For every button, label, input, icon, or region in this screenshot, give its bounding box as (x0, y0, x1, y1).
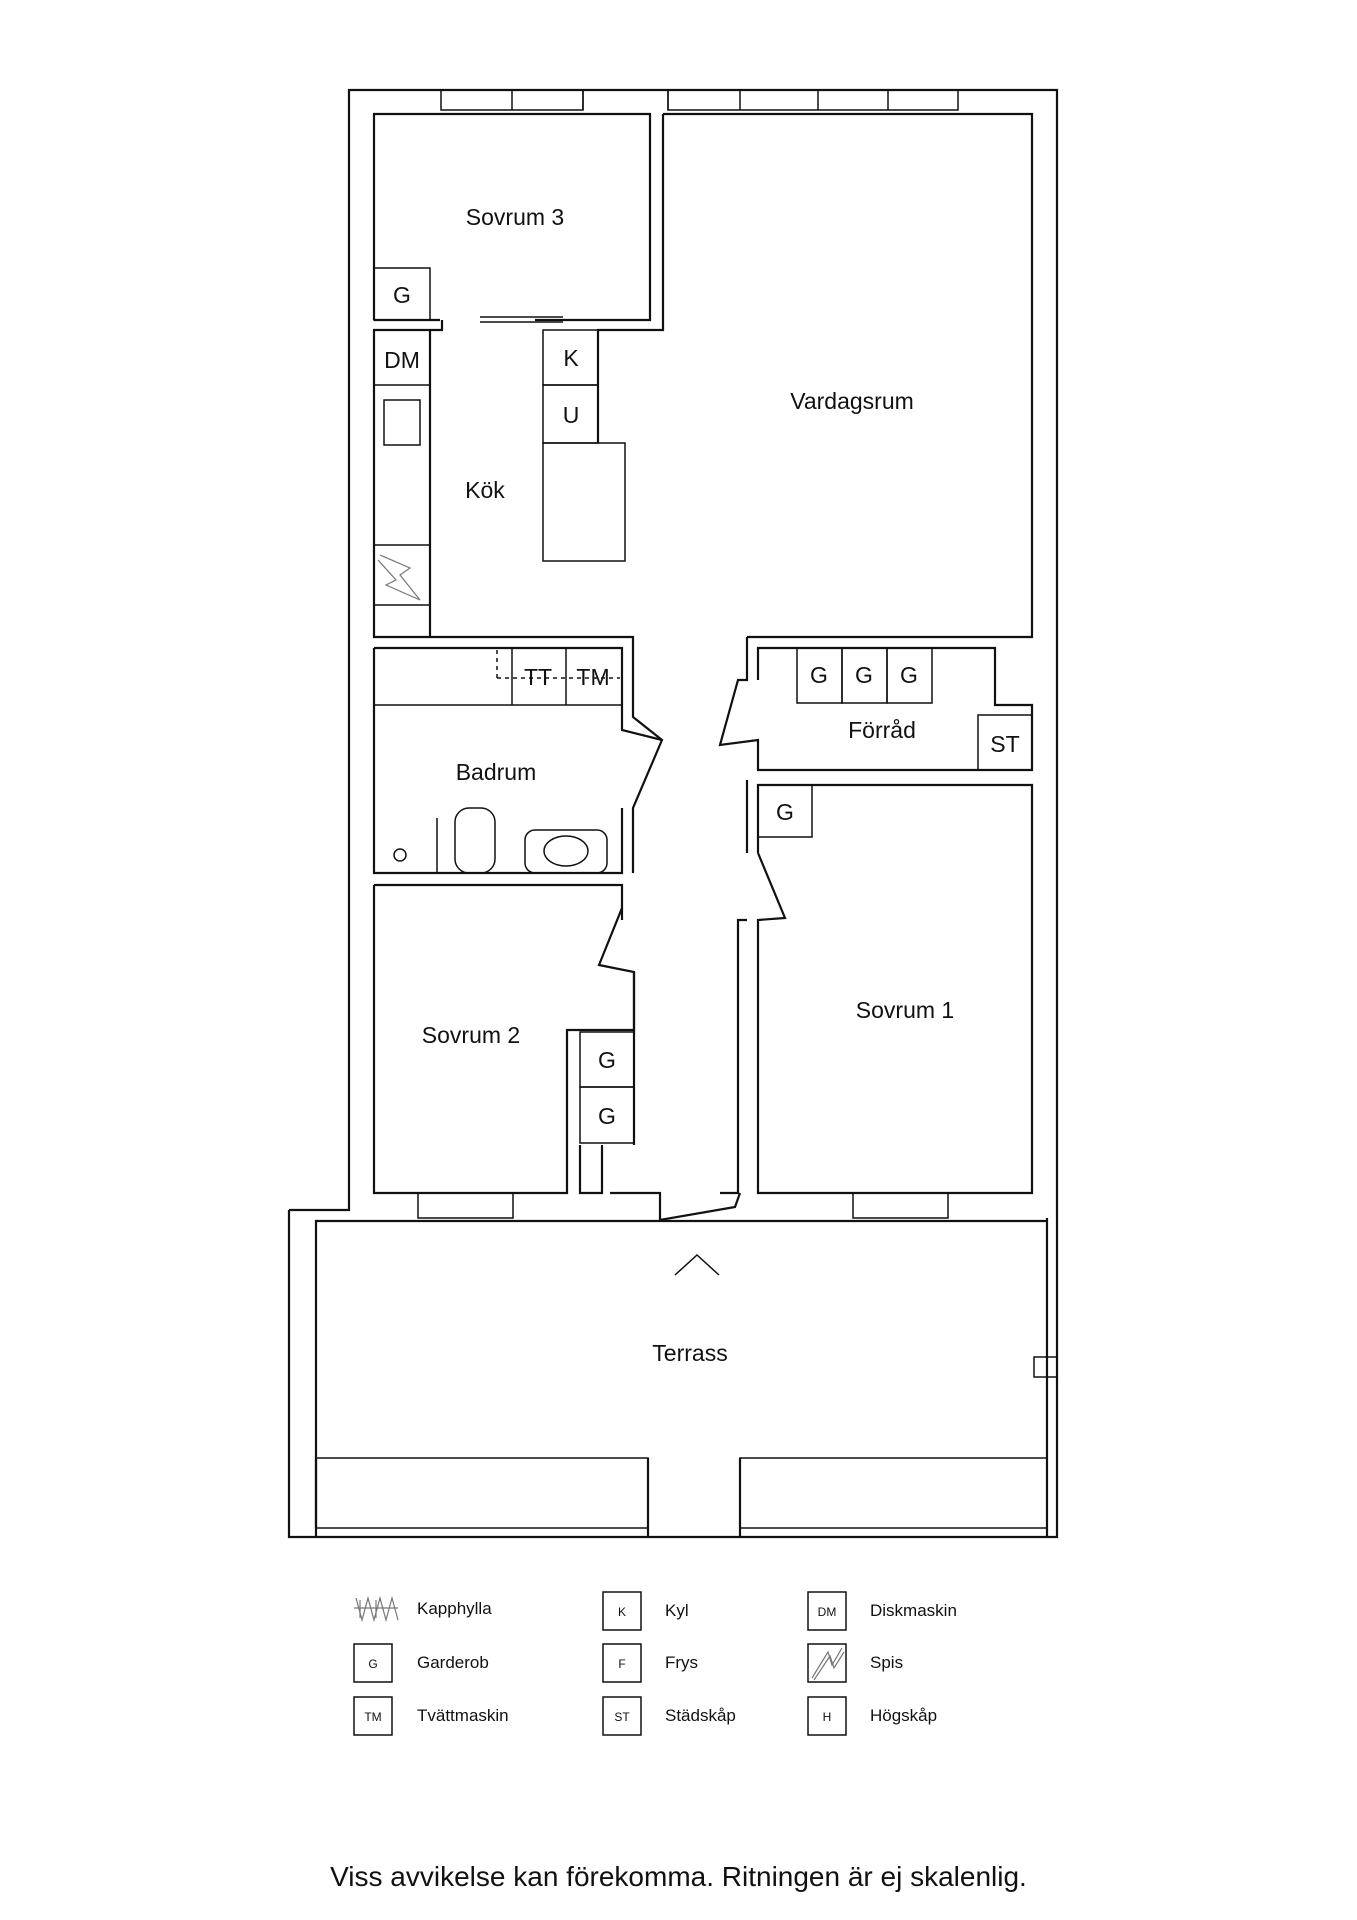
cleaning-closet-label: ST (990, 731, 1019, 757)
room-label-forrad: Förråd (848, 717, 916, 743)
wardrobe-forrad-1-label: G (810, 662, 828, 688)
legend-box-3 (353, 1643, 393, 1683)
wardrobe-forrad-2-label: G (855, 662, 873, 688)
wardrobe-sovrum1 (757, 784, 813, 838)
legend-code-3: G (368, 1657, 377, 1671)
legend-label-4: Frys (665, 1653, 698, 1672)
wardrobe-sovrum2-2 (579, 1086, 635, 1144)
kitchen-island (542, 442, 626, 562)
wardrobe-sovrum3-label: G (393, 282, 411, 308)
legend-label-8: Högskåp (870, 1706, 937, 1725)
wardrobe-sovrum3 (373, 267, 431, 321)
room-label-vardagsrum: Vardagsrum (790, 388, 914, 414)
legend-box-7 (602, 1696, 642, 1736)
room-label-sovrum3: Sovrum 3 (466, 204, 564, 230)
window-sovrum2 (417, 1192, 514, 1219)
legend-code-2: DM (818, 1605, 837, 1619)
legend-label-5: Spis (870, 1653, 903, 1672)
top-windows (440, 89, 959, 111)
planter-right (739, 1457, 1048, 1529)
legend-box-5 (807, 1643, 847, 1683)
wardrobe-sovrum2-1-label: G (598, 1047, 616, 1073)
freezer-label: U (563, 402, 580, 428)
wardrobe-forrad-3-label: G (900, 662, 918, 688)
room-label-badrum: Badrum (456, 759, 537, 785)
room-label-sovrum1: Sovrum 1 (856, 997, 954, 1023)
coat-rack-icon (354, 1595, 399, 1623)
cleaning-closet (977, 714, 1033, 771)
sovrum3-walls (372, 112, 1034, 639)
legend-code-1: K (618, 1605, 626, 1619)
bathroom-sink (524, 829, 608, 874)
storage-walls (718, 637, 1034, 853)
planter-left (315, 1457, 649, 1529)
sovrum2-walls (372, 883, 742, 1222)
room-label-kok: Kök (465, 477, 505, 503)
dryer-label: TT (524, 664, 552, 690)
terrace-entry-arrow (674, 1253, 720, 1276)
legend-label-7: Städskåp (665, 1706, 736, 1725)
room-label-sovrum2: Sovrum 2 (422, 1022, 520, 1048)
legend-box-2 (807, 1591, 847, 1631)
wardrobe-sovrum1-label: G (776, 799, 794, 825)
legend-box-8 (807, 1696, 847, 1736)
stove-legend-icon (811, 1647, 843, 1679)
kitchen-sink (383, 399, 421, 446)
legend-code-8: H (823, 1710, 832, 1724)
washer-label: TM (576, 664, 609, 690)
legend-label-6: Tvättmaskin (417, 1706, 509, 1725)
disclaimer-text: Viss avvikelse kan förekomma. Ritningen … (330, 1861, 1027, 1892)
fridge-label: K (563, 345, 579, 371)
legend-label-0: Kapphylla (417, 1599, 492, 1618)
legend-box-6 (353, 1696, 393, 1736)
terrace-post (1033, 1356, 1058, 1378)
window-sovrum1 (852, 1192, 949, 1219)
dishwasher-label: DM (384, 347, 420, 373)
legend: Kapphylla G Garderob TM Tvättmaskin K Ky… (353, 1591, 957, 1736)
legend-label-1: Kyl (665, 1601, 689, 1620)
wardrobe-forrad-3 (886, 647, 933, 704)
sovrum1-walls (720, 783, 1034, 1195)
legend-code-4: F (618, 1657, 625, 1671)
legend-code-6: TM (364, 1710, 381, 1724)
stove-icon (377, 554, 421, 601)
bathroom-walls (372, 646, 663, 886)
legend-box-1 (602, 1591, 642, 1631)
room-label-terrass: Terrass (652, 1340, 727, 1366)
legend-label-2: Diskmaskin (870, 1601, 957, 1620)
wardrobe-sovrum2-2-label: G (598, 1103, 616, 1129)
legend-code-7: ST (614, 1710, 630, 1724)
shower-icon (393, 848, 407, 862)
legend-label-3: Garderob (417, 1653, 489, 1672)
dishwasher (373, 329, 431, 386)
legend-box-4 (602, 1643, 642, 1683)
toilet (454, 807, 496, 874)
